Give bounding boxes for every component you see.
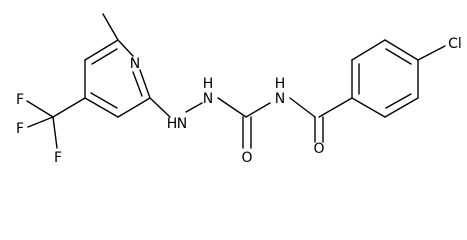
atom-o-amide: O	[313, 141, 324, 157]
bond-amide-ring	[318, 97, 353, 118]
bond-c-f3	[52, 116, 58, 149]
atom-n-1: N	[177, 116, 187, 132]
bond-ring-b6-b1	[351, 97, 386, 118]
bond-carbonyl-nh	[245, 102, 271, 118]
atom-f-2: F	[16, 121, 24, 137]
atom-cl: Cl	[448, 36, 462, 52]
bond-c-f2	[27, 116, 54, 128]
bond-ring-b5-b6-inner	[385, 93, 412, 109]
bond-ring-c5-c6-inner	[91, 48, 118, 65]
atom-n-3: N	[275, 91, 285, 107]
bond-methyl	[102, 13, 119, 41]
atom-f-1: F	[16, 92, 24, 108]
bond-ring-c3-c4-inner	[90, 92, 118, 109]
atom-n-2: N	[203, 91, 213, 107]
bond-c2-nh	[149, 97, 171, 118]
bond-c-cl	[417, 45, 446, 61]
bond-lines	[26, 13, 446, 149]
bond-ring-c2-c3	[117, 97, 151, 118]
bond-ring-b2-b3	[351, 39, 386, 61]
atom-n-pyridine: N	[130, 56, 140, 72]
bond-ring-n-c2-inner	[132, 71, 143, 97]
structure-canvas: N H N N H N H O O Cl F F F	[16, 13, 462, 166]
bond-nh-amide	[289, 97, 316, 118]
atom-f-3: F	[54, 150, 62, 166]
bond-nh-nh	[185, 102, 203, 113]
bond-ring-c6-n	[117, 39, 134, 57]
bond-c4-cf3	[52, 97, 86, 118]
bond-ring-c5-c6	[84, 39, 119, 61]
bond-c-f1	[26, 100, 54, 118]
chemical-structure: N H N N H N H O O Cl F F F	[16, 13, 462, 166]
atom-h-2: H	[203, 76, 214, 92]
bond-ring-n-c2	[139, 69, 151, 99]
bond-ring-b5-b6	[384, 97, 419, 118]
bond-ring-b3-b4	[384, 39, 419, 61]
bond-ring-c3-c4	[84, 97, 119, 118]
atom-labels: N H N N H N H O O Cl F F F	[16, 36, 462, 166]
atom-h-3: H	[275, 76, 286, 92]
bond-ring-b3-b4-inner	[385, 48, 412, 65]
atom-h-1: H	[167, 116, 178, 132]
atom-o-urea: O	[241, 150, 252, 166]
bond-nh-carbonyl	[217, 97, 247, 118]
